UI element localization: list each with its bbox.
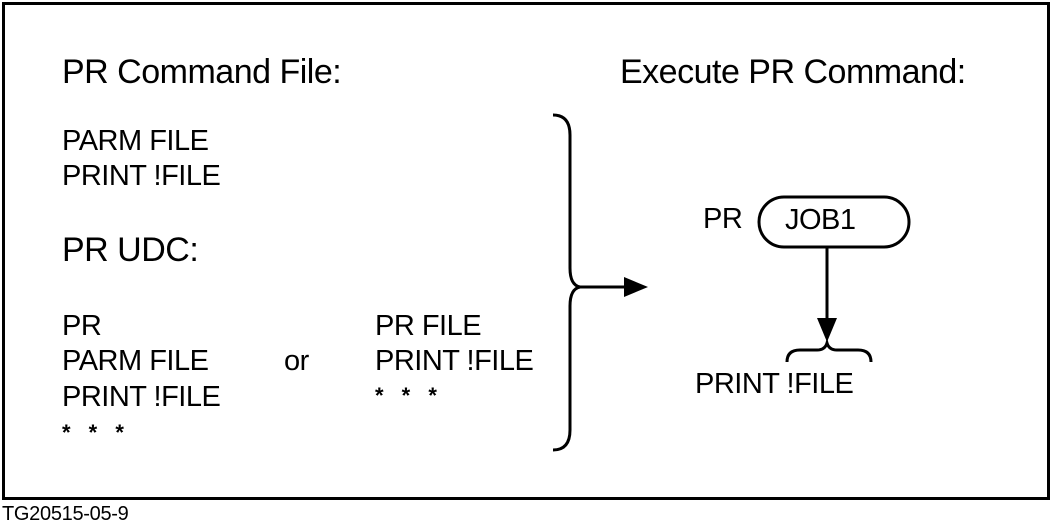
- or-label: or: [284, 345, 309, 377]
- job-pill: [757, 195, 911, 249]
- udc-b-line-1: PR FILE: [375, 310, 482, 342]
- udc-b-ellipsis: * * *: [375, 383, 443, 408]
- udc-a-ellipsis: * * *: [62, 420, 130, 445]
- udc-a-line-2: PARM FILE: [62, 345, 209, 377]
- command-file-line-1: PARM FILE: [62, 125, 209, 157]
- result-line: PRINT !FILE: [695, 368, 854, 400]
- command-prefix: PR: [703, 203, 743, 235]
- udc-title: PR UDC:: [62, 231, 199, 269]
- diagram-frame: [2, 2, 1050, 500]
- figure-id: TG20515-05-9: [2, 503, 129, 525]
- job-label: JOB1: [785, 204, 856, 236]
- udc-a-line-1: PR: [62, 310, 102, 342]
- command-file-line-2: PRINT !FILE: [62, 160, 221, 192]
- execute-title: Execute PR Command:: [620, 53, 966, 91]
- command-file-title: PR Command File:: [62, 53, 342, 91]
- group-brace: [552, 113, 581, 452]
- result-brace: [785, 337, 873, 363]
- down-arrow-head: [817, 318, 837, 342]
- udc-b-line-2: PRINT !FILE: [375, 345, 534, 377]
- brace-arrow-head: [624, 277, 648, 297]
- udc-a-line-3: PRINT !FILE: [62, 381, 221, 413]
